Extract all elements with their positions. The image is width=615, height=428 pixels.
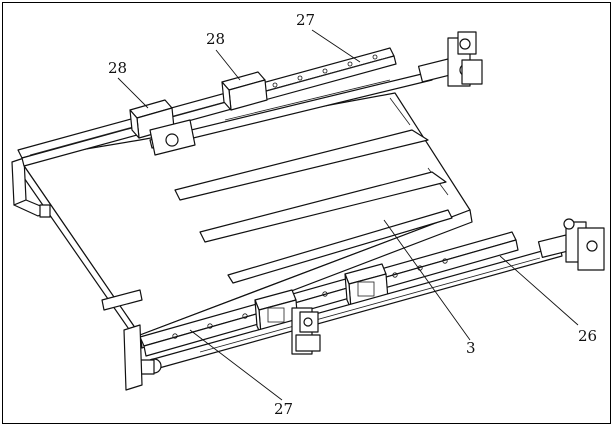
right-end-bracket <box>101 289 143 391</box>
front-motor-assembly <box>537 218 605 271</box>
label-28-left: 28 <box>108 59 127 77</box>
callout-labels: 27 28 28 3 26 27 <box>108 11 597 418</box>
label-3: 3 <box>466 339 476 357</box>
figure-frame <box>2 2 611 424</box>
front-drive-shaft <box>139 245 563 375</box>
front-linear-rail <box>139 231 519 357</box>
leader-lines <box>117 29 579 401</box>
label-26: 26 <box>578 327 597 345</box>
label-27-top: 27 <box>296 11 315 29</box>
back-motor-assembly <box>417 31 483 87</box>
front-clamp <box>291 307 321 355</box>
label-27-bottom: 27 <box>274 400 293 418</box>
back-linear-rail <box>17 47 397 167</box>
plate-grooves <box>174 129 453 284</box>
back-drive-shaft <box>149 71 433 156</box>
left-end-bracket <box>11 157 51 218</box>
label-28-center: 28 <box>206 30 225 48</box>
back-slider-block-center <box>221 71 268 111</box>
